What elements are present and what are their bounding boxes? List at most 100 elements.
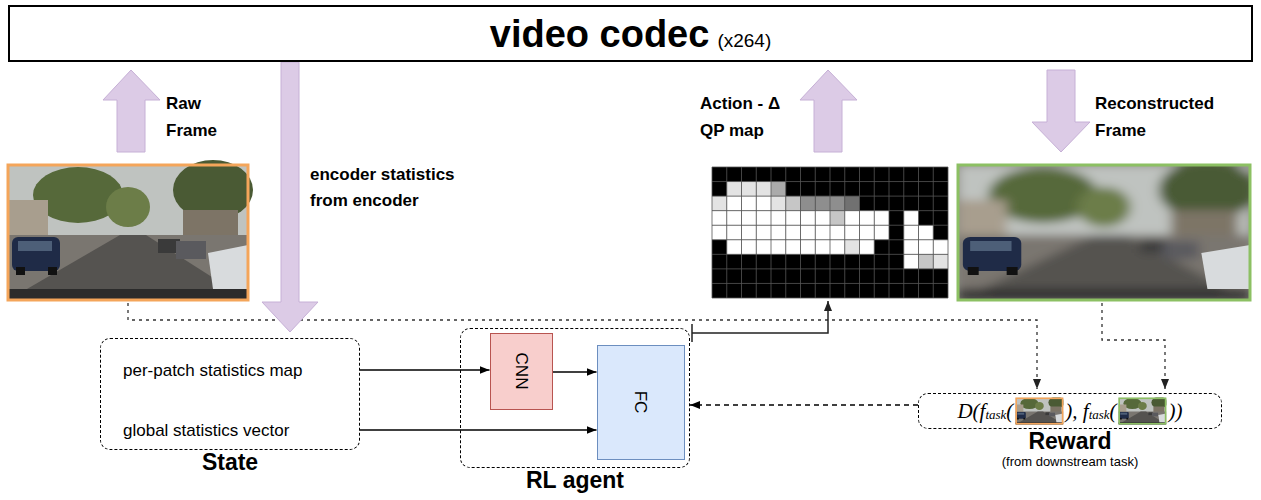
qp-cell xyxy=(815,196,830,211)
reward-box: Reward(from downstream task)D(ftask(), f… xyxy=(918,393,1222,429)
qp-grid-line xyxy=(712,239,948,240)
qp-grid-line xyxy=(933,167,934,298)
heading-block: Reward(from downstream task) xyxy=(879,428,1261,470)
qp-grid-line xyxy=(859,167,860,298)
edge-label: encoder statistics from encoder xyxy=(310,162,485,214)
thumbnail-scene xyxy=(1015,398,1063,425)
qp-grid-line xyxy=(889,167,890,298)
qp-grid-line xyxy=(756,167,757,298)
codec-box: video codec(x264) xyxy=(8,5,1253,62)
down-arrow xyxy=(1032,70,1090,152)
qp-grid-line xyxy=(712,196,948,197)
qp-cell xyxy=(742,240,757,255)
qp-cell xyxy=(771,196,786,211)
qp-cell xyxy=(771,225,786,240)
line-tick xyxy=(691,324,693,342)
qp-cell xyxy=(933,254,948,269)
qp-cell xyxy=(756,240,771,255)
qp-cell xyxy=(742,196,757,211)
qp-grid-line xyxy=(830,167,831,298)
qp-cell xyxy=(845,211,860,226)
qp-grid-line xyxy=(741,167,742,298)
cnn-box: CNN xyxy=(490,333,553,410)
qp-cell xyxy=(904,211,919,226)
qp-cell xyxy=(874,225,889,240)
qp-cell xyxy=(712,225,727,240)
flow-arrow xyxy=(690,404,918,406)
qp-grid-line xyxy=(712,254,948,255)
formula-text: ), f xyxy=(1065,399,1088,424)
qp-cell xyxy=(756,196,771,211)
thumbnail-cars xyxy=(1119,412,1166,422)
qp-cell xyxy=(830,240,845,255)
qp-grid-line xyxy=(712,167,713,298)
frame-thumbnail xyxy=(1015,398,1063,425)
qp-grid-line xyxy=(712,167,948,168)
qp-cell xyxy=(712,196,727,211)
qp-grid-line xyxy=(726,167,727,298)
qp-cell xyxy=(860,211,875,226)
statistics-label: per-patch statistics map xyxy=(123,361,303,381)
qp-cell xyxy=(815,211,830,226)
qp-cell xyxy=(919,254,934,269)
qp-cell xyxy=(727,225,742,240)
qp-grid-line xyxy=(815,167,816,298)
qp-cell xyxy=(742,182,757,197)
qp-cell xyxy=(919,225,934,240)
qp-cell xyxy=(830,211,845,226)
qp-cell xyxy=(845,240,860,255)
up-arrow xyxy=(103,70,160,152)
qp-cell xyxy=(756,225,771,240)
qp-cell xyxy=(904,240,919,255)
qp-cell xyxy=(830,196,845,211)
agent-group: RL agentCNNFC xyxy=(460,328,690,468)
qp-cell xyxy=(845,225,860,240)
dotted-leader xyxy=(1102,303,1165,389)
qp-grid-line xyxy=(712,181,948,182)
qp-cell xyxy=(933,240,948,255)
formula-text: ( xyxy=(1006,399,1013,424)
thumbnail-cars xyxy=(1016,412,1063,422)
qp-cell xyxy=(786,211,801,226)
thumbnail-border xyxy=(1015,398,1063,425)
qp-grid-line xyxy=(844,167,845,298)
codec-title: video codec xyxy=(490,12,710,55)
group-label: Reward xyxy=(879,428,1261,454)
qp-cell xyxy=(756,211,771,226)
formula-row: D(ftask(), ftask()) xyxy=(957,398,1182,425)
qp-grid-line xyxy=(918,167,919,298)
qp-grid-line xyxy=(800,167,801,298)
qp-grid-line xyxy=(903,167,904,298)
qp-cell xyxy=(830,225,845,240)
qp-cell xyxy=(904,254,919,269)
arrow-label: Raw Frame xyxy=(166,90,236,144)
qp-cell xyxy=(727,240,742,255)
group-label: State xyxy=(61,449,399,475)
qp-grid-line xyxy=(771,167,772,298)
heading-block: State xyxy=(61,449,399,475)
qp-grid-line xyxy=(712,268,948,269)
qp-grid-line xyxy=(712,298,948,299)
qp-cell xyxy=(786,225,801,240)
qp-cell xyxy=(919,240,934,255)
layer-label: CNN xyxy=(511,353,531,390)
qp-grid-line xyxy=(712,283,948,284)
fc-box: FC xyxy=(597,345,685,460)
flow-arrow xyxy=(360,369,490,371)
formula-text: ( xyxy=(1110,399,1117,424)
qp-cell xyxy=(727,196,742,211)
thumbnail-scene xyxy=(1119,398,1167,425)
heading-block: RL agent xyxy=(421,467,729,493)
qp-cell xyxy=(771,240,786,255)
group-label: RL agent xyxy=(421,467,729,493)
layer-label: FC xyxy=(630,391,650,414)
reconstructed-frame-picture xyxy=(958,160,1256,300)
group-label: (from downstream task) xyxy=(879,454,1261,470)
formula-text: task xyxy=(985,407,1006,423)
statistics-label: global statistics vector xyxy=(123,421,289,441)
action-line xyxy=(692,301,828,333)
qp-cell xyxy=(786,196,801,211)
qp-cell xyxy=(756,182,771,197)
qp-cell xyxy=(727,211,742,226)
text-row: video codec(x264) xyxy=(490,12,772,55)
